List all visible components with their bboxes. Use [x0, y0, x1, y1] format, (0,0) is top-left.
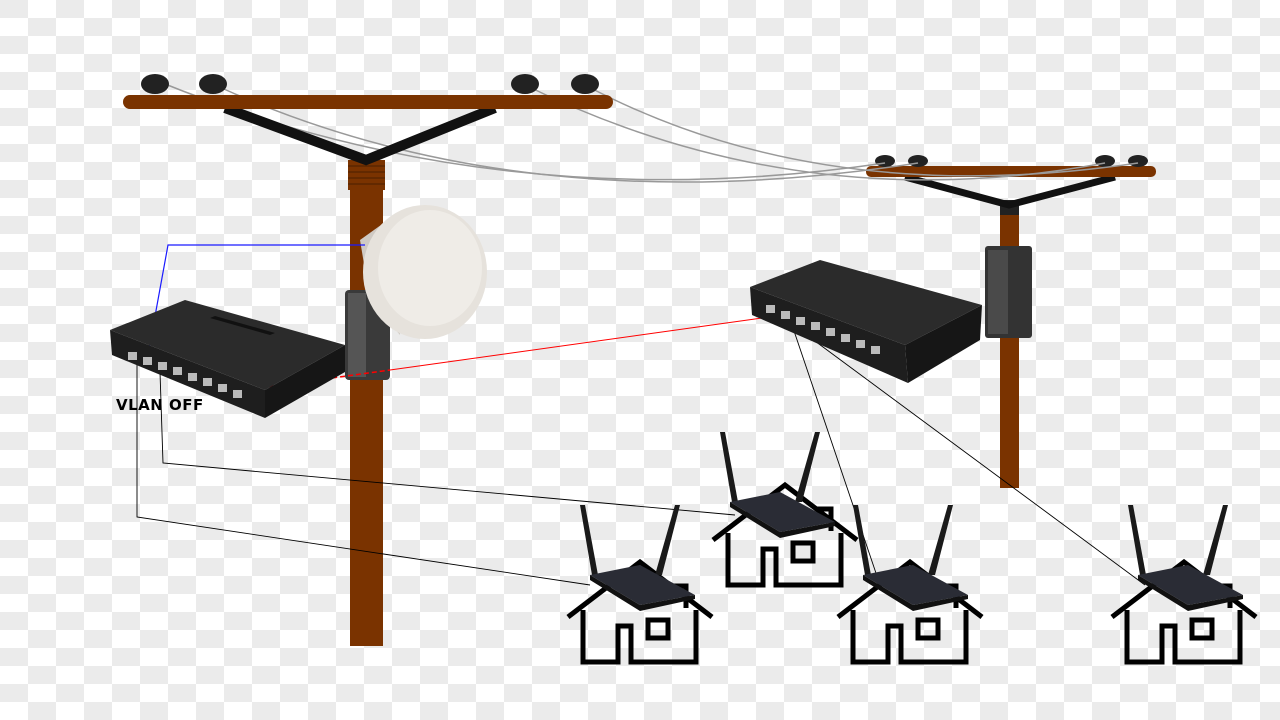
lan-cables — [136, 324, 1146, 586]
wifi-router-4 — [1128, 505, 1243, 611]
vlan-status-label: VLAN OFF — [116, 396, 204, 414]
house-4 — [1112, 505, 1256, 662]
house-1 — [568, 505, 712, 662]
dish-antenna — [345, 205, 487, 380]
network-switch-left — [110, 300, 345, 418]
backhaul-link — [389, 317, 763, 371]
radio-device-right — [985, 246, 1032, 338]
house-3 — [838, 505, 982, 662]
network-switch-right — [750, 260, 982, 383]
house-2 — [713, 432, 857, 585]
